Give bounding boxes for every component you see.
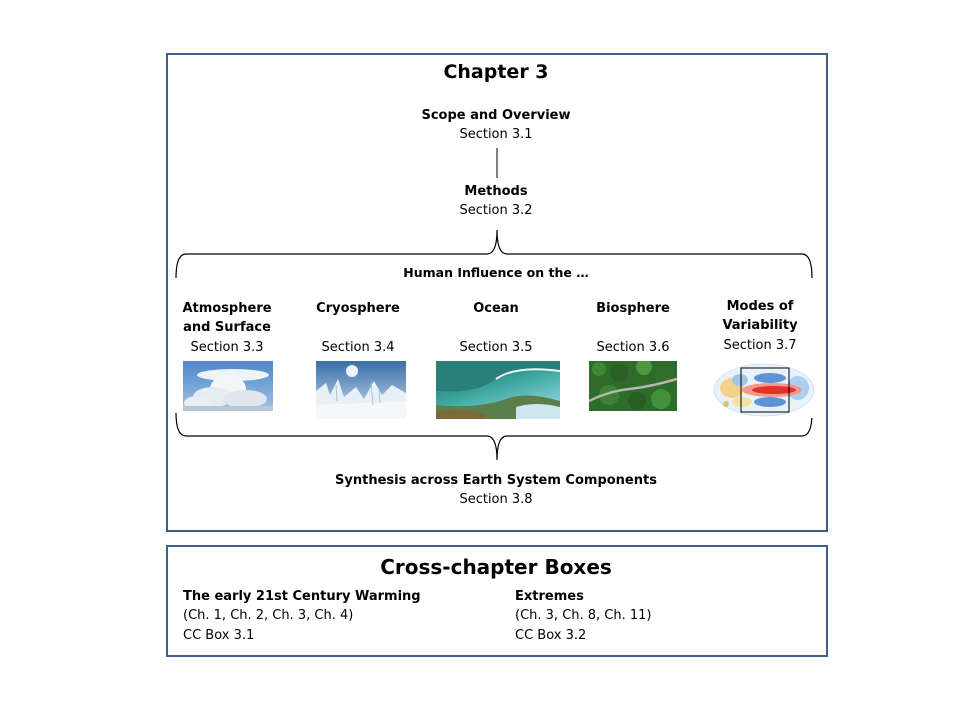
- scope-label: Scope and Overview: [421, 108, 571, 123]
- cc-box-2-title: Extremes: [515, 589, 584, 604]
- cc-box-2-chapters: (Ch. 3, Ch. 8, Ch. 11): [515, 608, 652, 623]
- ice-landscape-photo: [316, 361, 406, 419]
- cc-box-1-chapters: (Ch. 1, Ch. 2, Ch. 3, Ch. 4): [183, 608, 354, 623]
- methods-section: Section 3.2: [459, 203, 533, 218]
- component-cryosphere-section: Section 3.4: [321, 340, 395, 355]
- component-modes-section: Section 3.7: [723, 338, 797, 353]
- component-atmosphere-section: Section 3.3: [190, 340, 264, 355]
- top-brace: [175, 229, 813, 279]
- component-modes-label-line2: Variability: [722, 318, 798, 333]
- component-biosphere-section: Section 3.6: [596, 340, 670, 355]
- component-ocean-section: Section 3.5: [459, 340, 533, 355]
- component-ocean-label: Ocean: [473, 301, 519, 316]
- cc-box-2-id: CC Box 3.2: [515, 628, 587, 643]
- cumulonimbus-cloud-photo: [183, 361, 273, 411]
- component-cryosphere-label: Cryosphere: [316, 301, 400, 316]
- methods-label: Methods: [464, 184, 528, 199]
- synthesis-label: Synthesis across Earth System Components: [335, 473, 657, 488]
- ocean-wave-photo: [436, 361, 560, 419]
- component-modes-label-line1: Modes of: [726, 299, 794, 314]
- synthesis-section: Section 3.8: [459, 492, 533, 507]
- component-atmosphere-label-line1: Atmosphere: [182, 301, 272, 316]
- cross-chapter-panel: [166, 545, 828, 657]
- bottom-brace: [175, 412, 813, 461]
- human-influence-heading: Human Influence on the …: [403, 265, 589, 280]
- cc-box-1-id: CC Box 3.1: [183, 628, 255, 643]
- chapter-title: Chapter 3: [443, 61, 549, 83]
- cc-box-1-title: The early 21st Century Warming: [183, 589, 421, 604]
- forest-aerial-photo: [589, 361, 677, 411]
- cross-chapter-title: Cross-chapter Boxes: [380, 555, 612, 579]
- scope-section: Section 3.1: [459, 127, 533, 142]
- component-atmosphere-label-line2: and Surface: [183, 320, 271, 335]
- component-biosphere-label: Biosphere: [596, 301, 670, 316]
- enso-anomaly-map: [712, 360, 816, 418]
